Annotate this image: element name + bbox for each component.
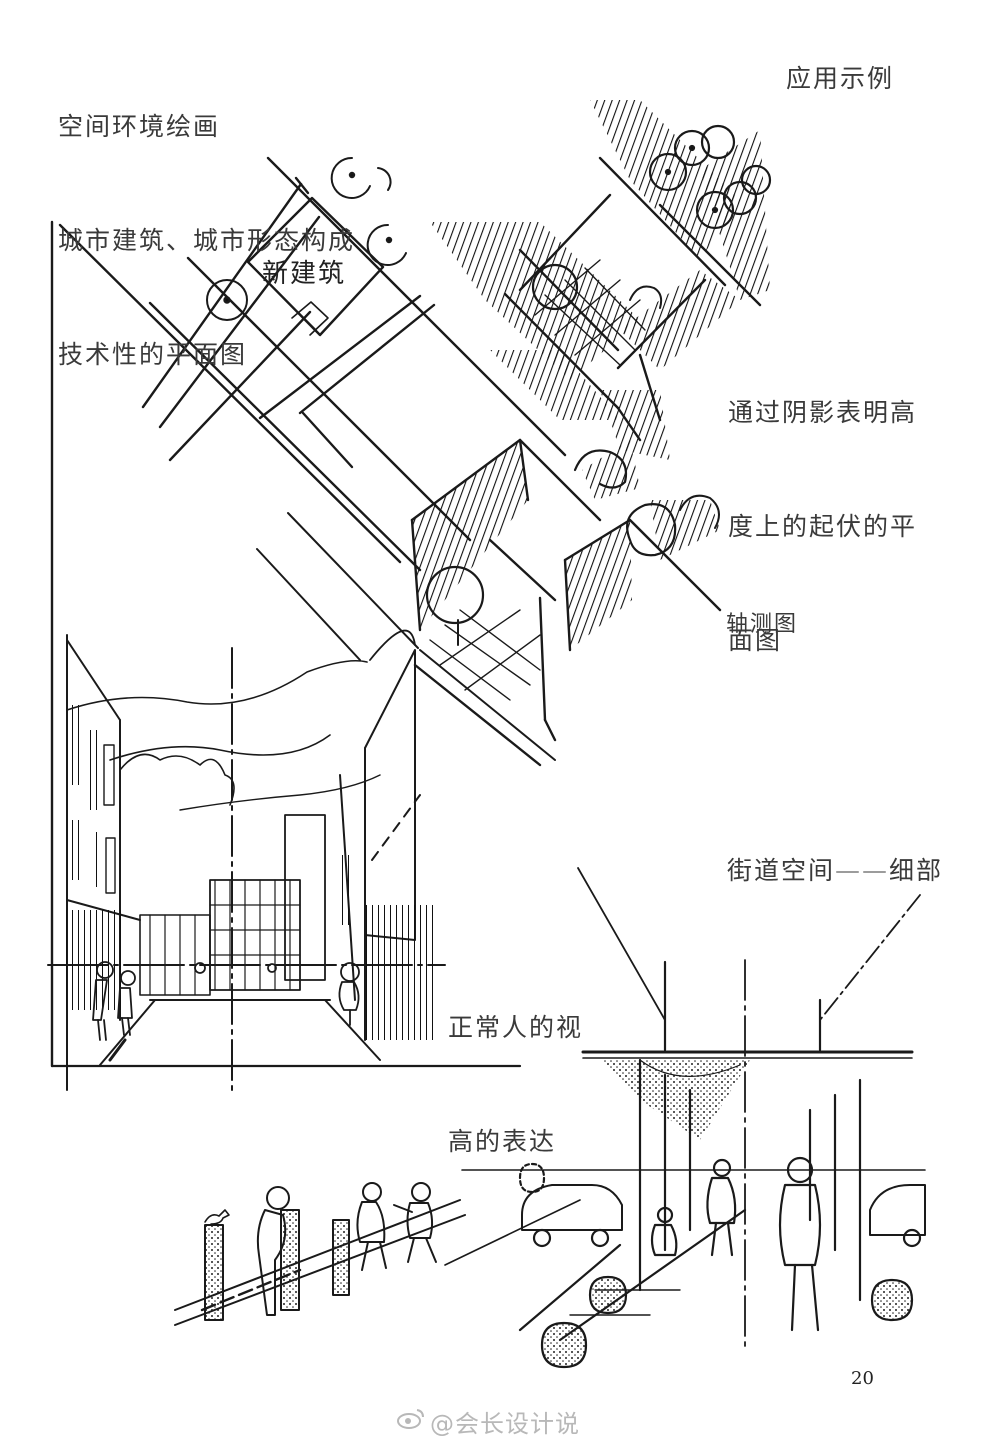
caption-line: 度上的起伏的平 (728, 512, 918, 541)
title-line: 空间环境绘画 (58, 112, 221, 141)
street-detail-title: 街道空间——细部 (727, 856, 944, 885)
title-line: 技术性的平面图 (58, 340, 248, 369)
caption-line: 高的表达 (448, 1127, 557, 1156)
new-building-label: 新建筑 (262, 259, 347, 289)
axonometric-view (410, 100, 772, 767)
bollard-scene (174, 1182, 466, 1326)
shadow-plan-caption: 通过阴影表明高 度上的起伏的平 面图 (728, 318, 917, 698)
street-detail (444, 867, 926, 1369)
axonometric-label: 轴测图 (726, 612, 799, 637)
page-number: 20 (851, 1368, 874, 1389)
caption-line: 正常人的视 (448, 1013, 584, 1042)
watermark: @会长设计说 (398, 1404, 580, 1439)
site-plan (58, 156, 567, 661)
title-line: 城市建筑、城市形态构成 (58, 226, 356, 255)
watermark-text: @会长设计说 (430, 1410, 580, 1438)
section-label: 应用示例 (786, 64, 895, 93)
caption-line: 面图 (728, 626, 783, 655)
perspective-view (47, 220, 522, 1091)
caption-line: 通过阴影表明高 (728, 398, 918, 427)
page-title-block: 空间环境绘画 城市建筑、城市形态构成 技术性的平面图 (58, 32, 355, 412)
eye-level-caption: 正常人的视 高的表达 (448, 933, 583, 1199)
weibo-icon (397, 1409, 424, 1429)
